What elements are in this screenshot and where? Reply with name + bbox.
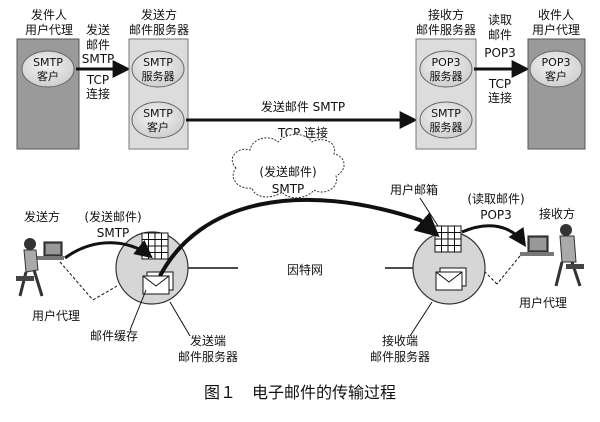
recv-grid-icon <box>434 225 462 253</box>
recv-envelope-icon <box>435 267 467 291</box>
recv-dashed-1 <box>496 255 521 285</box>
mail-cache-label: 邮件缓存 <box>90 329 138 343</box>
send-envelope-icon <box>142 271 174 295</box>
mailbox-pointer <box>419 197 439 227</box>
recv-server-bot-l1: SMTP <box>431 107 461 120</box>
send-smtp-client <box>131 101 185 139</box>
send-server-title-1: 发送方 <box>141 7 177 22</box>
receiver-label: 接收方 <box>539 206 575 221</box>
mail-cache-pointer <box>129 289 147 331</box>
send-smtp-server <box>131 50 185 88</box>
sender-person-icon <box>16 238 64 297</box>
send-arrow-label-1: 发送 <box>86 22 110 37</box>
send-arrow-tcp-2: 连接 <box>86 86 110 101</box>
recv-server-top-l2: 服务器 <box>430 70 463 83</box>
sender-dashed-2 <box>92 285 118 301</box>
recv-end-pointer <box>409 301 433 337</box>
sender-user-agent-box: 发件人 用户代理 SMTP 客户 <box>16 7 80 150</box>
sender-proc-l1: SMTP <box>33 56 63 69</box>
recv-pop3-server <box>419 50 473 88</box>
receiver-person-icon <box>520 224 584 287</box>
read-arrow-label-2: 邮件 <box>488 28 512 42</box>
figure-caption: 图１ 电子邮件的传输过程 <box>204 383 396 402</box>
smtp-curve-arrow <box>158 197 440 277</box>
send-arrow-label-3: SMTP <box>82 52 115 66</box>
right-user-agent-label: 用户代理 <box>519 295 567 310</box>
recv-ua-title-1: 收件人 <box>538 8 574 22</box>
recv-server-title-1: 接收方 <box>428 7 464 22</box>
sender-dashed-1 <box>59 261 94 301</box>
read-arrow-label-3: POP3 <box>484 46 516 60</box>
sender-ua-title-1: 发件人 <box>31 7 67 22</box>
read-arrow-tcp-2: 连接 <box>488 90 512 105</box>
recv-server-title-2: 邮件服务器 <box>416 22 476 37</box>
send-end-server-node <box>115 231 189 305</box>
recv-proc-l1: POP3 <box>542 56 571 69</box>
recv-end-label-1: 接收端 <box>382 333 418 348</box>
read-proto-2: POP3 <box>480 208 512 222</box>
recv-smtp-server <box>419 101 473 139</box>
send-arrow-label-2: 邮件 <box>86 38 110 52</box>
recv-end-label-2: 邮件服务器 <box>370 349 430 364</box>
recv-pop3-client <box>529 50 583 88</box>
sender-smtp-client <box>21 50 75 88</box>
recv-ua-title-2: 用户代理 <box>532 22 580 37</box>
send-server-bot-l1: SMTP <box>143 107 173 120</box>
send-end-pointer <box>169 301 191 337</box>
read-proto-1: (读取邮件) <box>467 192 524 206</box>
cloud-text-1: (发送邮件) <box>259 164 316 179</box>
send-proto-1: (发送邮件) <box>84 209 141 224</box>
recv-proc-l2: 客户 <box>545 69 567 83</box>
sender-mail-server-box: 发送方 邮件服务器 SMTP 服务器 SMTP 客户 <box>128 7 189 150</box>
sender-proc-l2: 客户 <box>37 69 59 83</box>
send-server-top-l1: SMTP <box>143 56 173 69</box>
recv-dashed-2 <box>484 271 498 285</box>
send-server-bot-l2: 客户 <box>147 120 169 134</box>
send-grid-icon <box>141 232 169 260</box>
recv-server-bot-l2: 服务器 <box>430 121 463 134</box>
recv-server-top-l1: POP3 <box>432 56 461 69</box>
long-arrow-label: 发送邮件 SMTP <box>261 99 345 114</box>
read-arrow-tcp-1: TCP <box>488 77 511 91</box>
recv-end-server-node <box>412 225 486 305</box>
receiver-user-agent-box: 收件人 用户代理 POP3 客户 <box>527 8 586 150</box>
read-arrow-label-1: 读取 <box>488 13 512 27</box>
send-arrow-tcp-1: TCP <box>86 73 109 87</box>
pop3-read-arrow <box>461 224 526 247</box>
internet-label: 因特网 <box>287 262 323 277</box>
mailbox-label: 用户邮箱 <box>390 182 438 197</box>
send-end-label-1: 发送端 <box>190 333 226 348</box>
send-proto-2: SMTP <box>97 226 130 240</box>
cloud-text-2: SMTP <box>272 182 305 196</box>
sender-label: 发送方 <box>24 209 60 224</box>
send-server-title-2: 邮件服务器 <box>129 22 189 37</box>
send-server-top-l2: 服务器 <box>142 70 175 83</box>
left-user-agent-label: 用户代理 <box>32 308 80 323</box>
smtp-cloud: (发送邮件) SMTP <box>231 134 345 199</box>
send-client-arrow <box>64 239 153 260</box>
receiver-mail-server-box: 接收方 邮件服务器 POP3 服务器 SMTP 服务器 <box>415 7 477 150</box>
send-end-label-2: 邮件服务器 <box>178 349 238 364</box>
sender-ua-title-2: 用户代理 <box>25 22 73 37</box>
